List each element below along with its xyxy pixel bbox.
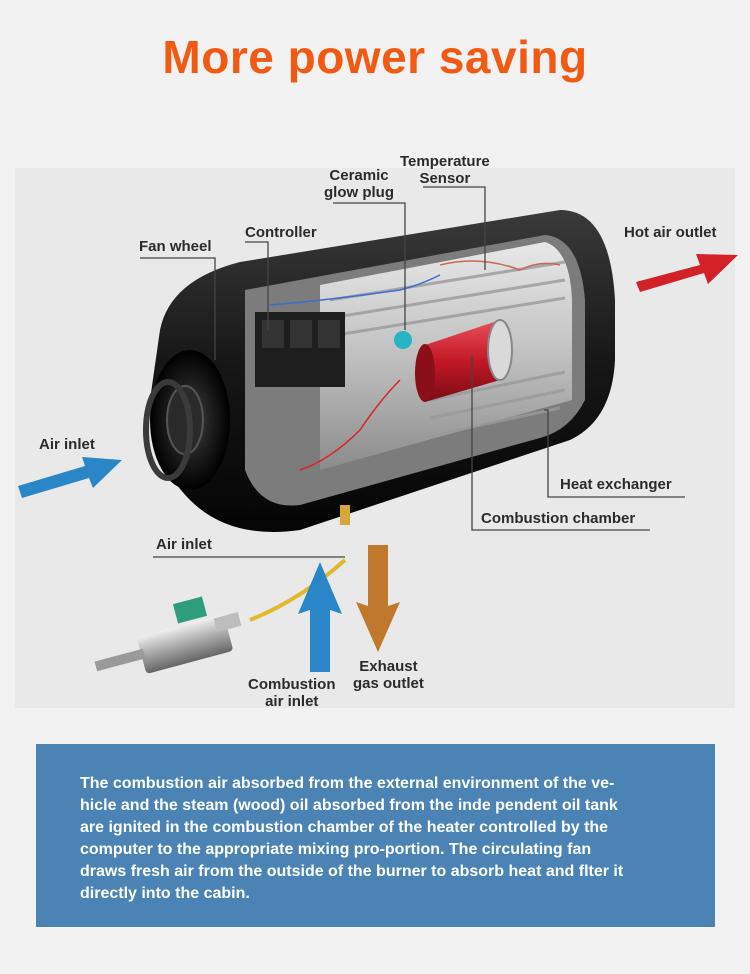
label-controller: Controller — [245, 224, 317, 241]
combustion-chamber — [415, 319, 513, 402]
description-panel: The combustion air absorbed from the ext… — [36, 744, 715, 927]
leader-glow-plug — [333, 202, 406, 330]
description-line: The combustion air absorbed from the ext… — [80, 775, 615, 792]
fuel-pump — [94, 558, 347, 674]
label-hot-air-outlet: Hot air outlet — [624, 224, 717, 241]
label-air-inlet-left: Air inlet — [39, 436, 95, 453]
label-temperature-sensor: Temperature Sensor — [400, 153, 490, 187]
label-heat-exchanger: Heat exchanger — [560, 476, 672, 493]
label-combustion-air-inlet: Combustion air inlet — [248, 676, 336, 710]
label-air-inlet-bottom: Air inlet — [156, 536, 212, 553]
leader-combustion-chamber — [471, 355, 650, 531]
combustion-air-arrow — [298, 562, 342, 672]
label-fan-wheel: Fan wheel — [139, 238, 212, 255]
description-line: draws fresh air from the outside of the … — [80, 863, 624, 880]
page-title: More power saving — [162, 31, 588, 83]
label-ceramic-glow-plug: Ceramic glow plug — [324, 167, 394, 201]
exhaust-gas-arrow — [356, 545, 400, 652]
fan-wheel — [143, 350, 230, 490]
hot-air-outlet-arrow — [636, 254, 738, 292]
heater-diagram — [18, 186, 738, 674]
description-line: hicle and the steam (wood) oil absorbed … — [80, 797, 618, 814]
heater-body — [143, 210, 615, 532]
glow-plug — [394, 331, 412, 349]
description-line: computer to the appropriate mixing pro-p… — [80, 841, 592, 858]
leader-temperature-sensor — [423, 186, 486, 270]
leader-heat-exchanger — [544, 409, 685, 498]
description-line: are ignited in the combustion chamber of… — [80, 819, 609, 836]
leader-fan-wheel — [140, 257, 216, 360]
description-text: The combustion air absorbed from the ext… — [80, 773, 700, 905]
label-combustion-chamber: Combustion chamber — [481, 510, 636, 527]
air-inlet-arrow — [18, 457, 122, 498]
label-exhaust-gas-outlet: Exhaust gas outlet — [353, 658, 424, 692]
leader-controller — [245, 241, 269, 330]
description-line: directly into the cabin. — [80, 885, 250, 902]
